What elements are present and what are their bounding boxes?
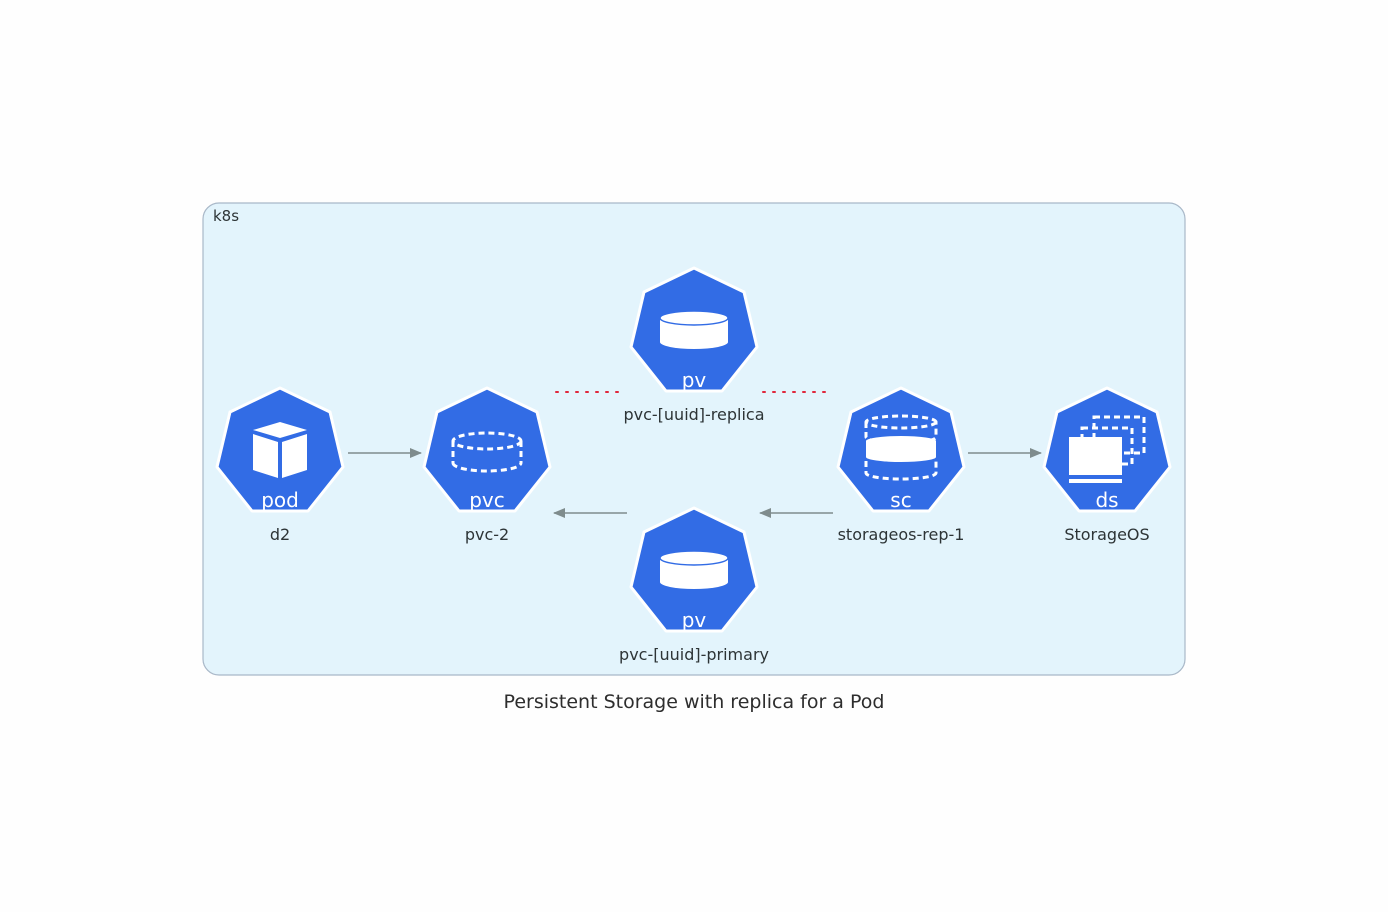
cluster-box bbox=[202, 202, 1186, 676]
node-label-d2: d2 bbox=[270, 525, 290, 544]
node-kind-pv: pv bbox=[682, 608, 707, 632]
node-label-storageos-rep-1: storageos-rep-1 bbox=[838, 525, 965, 544]
node-label-storageos: StorageOS bbox=[1064, 525, 1149, 544]
cluster-label: k8s bbox=[213, 207, 239, 225]
node-storageos-rep-1[interactable]: sc storageos-rep-1 bbox=[836, 386, 966, 544]
node-label-pvc-2: pvc-2 bbox=[465, 525, 509, 544]
diagram-caption: Persistent Storage with replica for a Po… bbox=[504, 691, 885, 713]
node-kind-sc: sc bbox=[890, 488, 911, 512]
daemonset-icon bbox=[1069, 415, 1146, 483]
heptagon-shape bbox=[422, 386, 552, 513]
node-pv-replica[interactable]: pv pvc-[uuid]-replica bbox=[623, 266, 765, 424]
volume-claim-icon bbox=[451, 431, 523, 473]
node-kind-pod: pod bbox=[261, 488, 299, 512]
node-storageos[interactable]: ds StorageOS bbox=[1042, 386, 1172, 544]
k8s-cluster: k8s bbox=[202, 202, 1186, 676]
cube-icon bbox=[253, 422, 307, 478]
storage-class-icon bbox=[864, 414, 938, 481]
heptagon-shape bbox=[215, 386, 345, 513]
node-kind-pvc: pvc bbox=[469, 488, 505, 512]
node-d2[interactable]: pod d2 bbox=[215, 386, 345, 544]
node-label-pv-replica: pvc-[uuid]-replica bbox=[623, 405, 764, 424]
node-kind-pv: pv bbox=[682, 368, 707, 392]
edges bbox=[348, 391, 1042, 518]
volume-icon bbox=[659, 310, 729, 349]
volume-icon bbox=[659, 550, 729, 589]
node-pv-primary[interactable]: pv pvc-[uuid]-primary bbox=[619, 506, 769, 664]
node-kind-ds: ds bbox=[1095, 488, 1118, 512]
node-pvc-2[interactable]: pvc pvc-2 bbox=[422, 386, 552, 544]
node-label-pv-primary: pvc-[uuid]-primary bbox=[619, 645, 769, 664]
